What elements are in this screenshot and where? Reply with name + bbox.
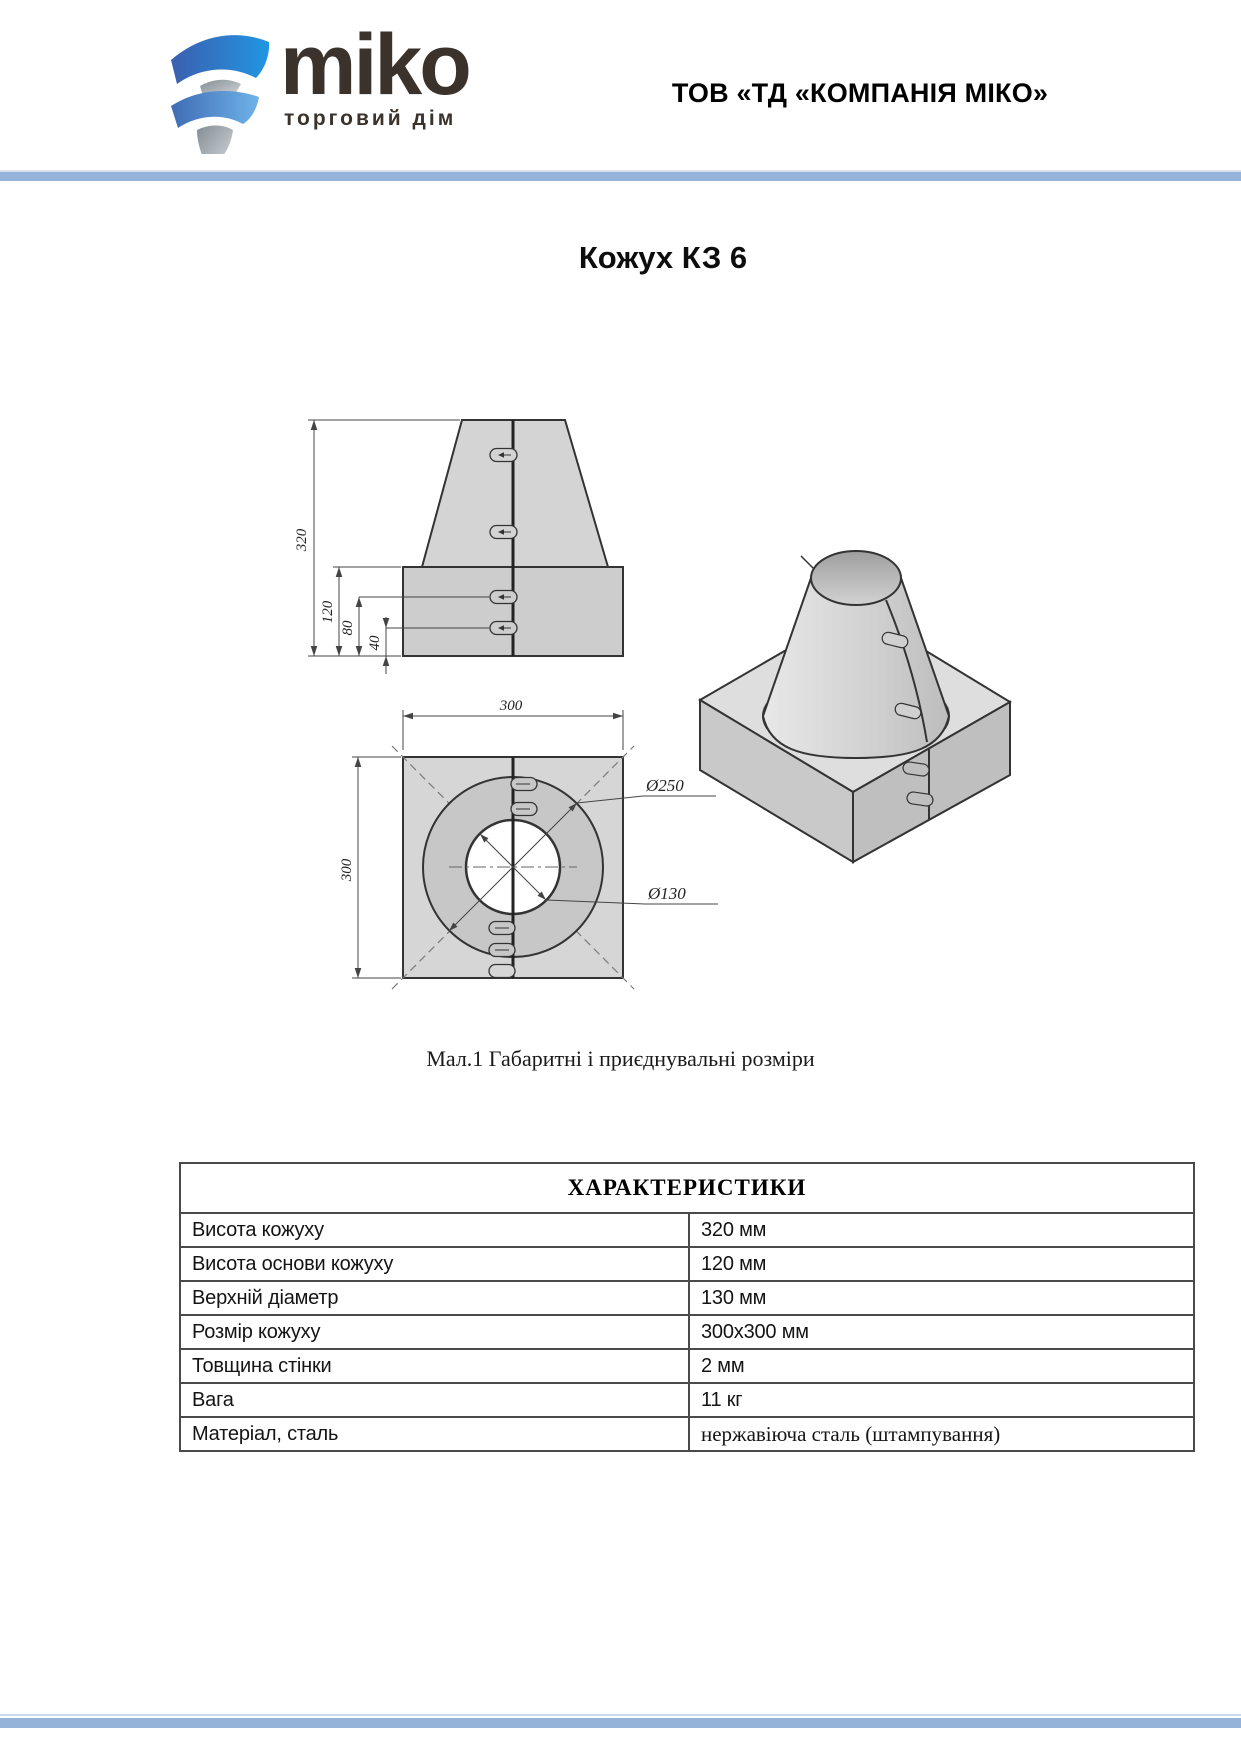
miko-shield-swoosh-icon (171, 35, 270, 154)
header-divider-bar (0, 170, 1241, 181)
spec-value: 120 мм (688, 1246, 1195, 1282)
logo-brand-text: miko (280, 17, 472, 113)
spec-label: Верхній діаметр (179, 1280, 690, 1316)
spec-value: 320 мм (688, 1212, 1195, 1248)
top-view: 300 300 Ø250 Ø130 (339, 698, 718, 990)
dim-plate-width: 300 (499, 698, 523, 714)
isometric-view (698, 550, 1012, 864)
page-title: Кожух КЗ 6 (578, 240, 748, 275)
front-view-dimensions: 320 120 80 40 (294, 419, 489, 674)
spec-label: Вага (179, 1382, 690, 1418)
isometric-slots (881, 631, 934, 807)
logo-text: miko торговий дім (280, 17, 472, 131)
spec-label: Висота основи кожуху (179, 1246, 690, 1282)
dim-cone-base-diameter: Ø250 (645, 776, 684, 795)
top-view-slots (488, 776, 538, 979)
spec-label: Розмір кожуху (179, 1314, 690, 1350)
footer-divider-bar (0, 1718, 1241, 1728)
top-view-dimensions: 300 300 Ø250 Ø130 (339, 698, 718, 979)
spec-value: нержавіюча сталь (штампування) (688, 1416, 1195, 1452)
dim-base-height: 120 (320, 600, 336, 623)
technical-drawing: 320 120 80 40 (294, 419, 1012, 990)
logo: miko торговий дім (168, 17, 472, 154)
spec-value: 300х300 мм (688, 1314, 1195, 1350)
dim-slot-lower: 40 (367, 635, 383, 651)
dim-top-hole-diameter: Ø130 (647, 884, 686, 903)
dim-slot-upper: 80 (340, 620, 356, 636)
spec-value: 2 мм (688, 1348, 1195, 1384)
figure-caption: Мал.1 Габаритні і приєднувальні розміри (426, 1046, 815, 1071)
dim-total-height: 320 (294, 528, 310, 552)
front-seam-slots (489, 447, 518, 636)
table-title: ХАРАКТЕРИСТИКИ (179, 1162, 1195, 1214)
dim-plate-depth: 300 (339, 858, 355, 882)
front-view: 320 120 80 40 (294, 419, 624, 674)
table-header-row: ХАРАКТЕРИСТИКИ (179, 1162, 1195, 1214)
spec-label: Товщина стінки (179, 1348, 690, 1384)
spec-value: 11 кг (688, 1382, 1195, 1418)
spec-value: 130 мм (688, 1280, 1195, 1316)
footer-thin-line (0, 1714, 1241, 1716)
logo-tagline: торговий дім (284, 107, 457, 131)
spec-label: Матеріал, сталь (179, 1416, 690, 1452)
spec-label: Висота кожуху (179, 1212, 690, 1248)
company-name: ТОВ «ТД «КОМПАНІЯ МІКО» (671, 78, 1049, 108)
